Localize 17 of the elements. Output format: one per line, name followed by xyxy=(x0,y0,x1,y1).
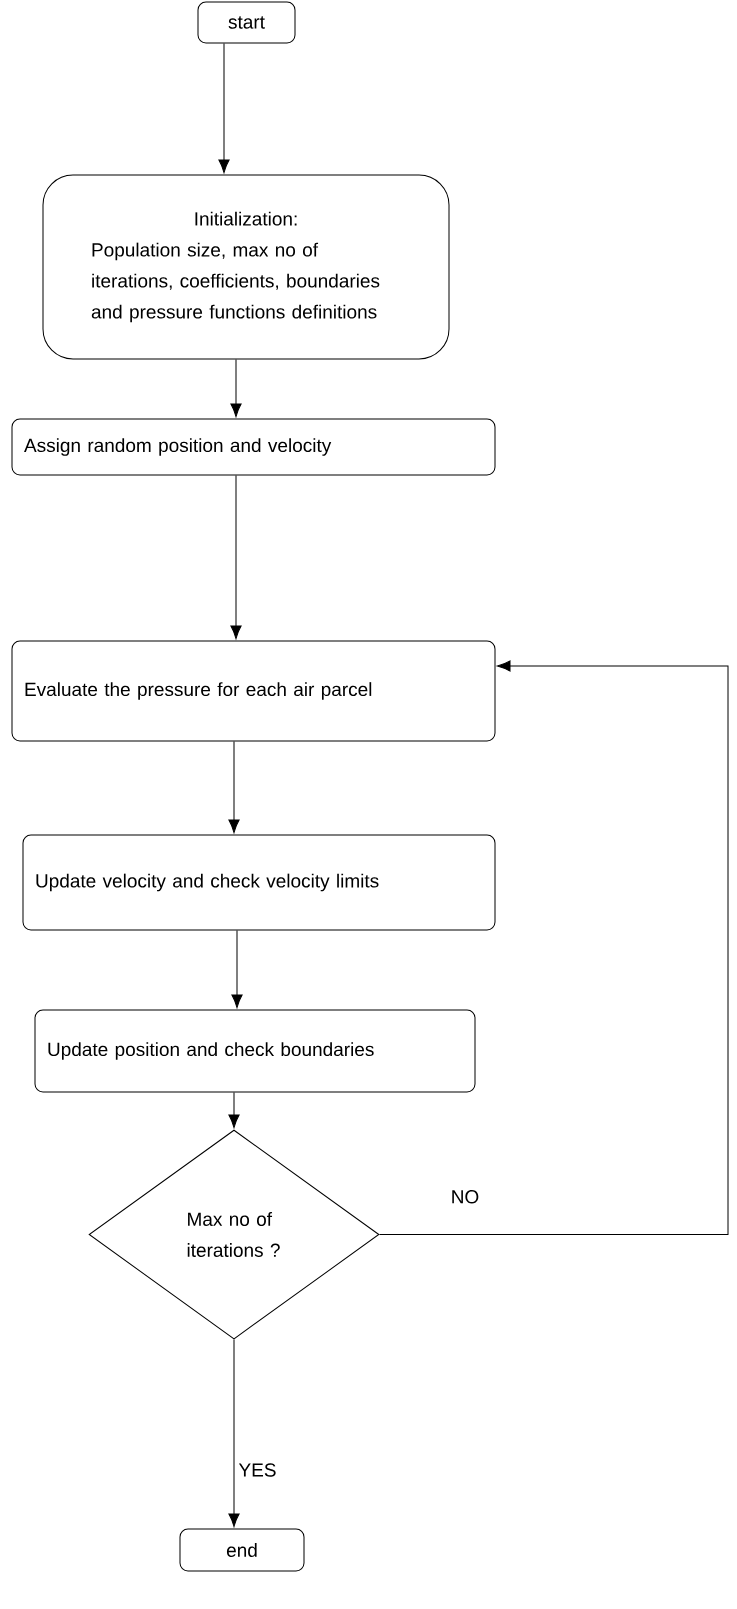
process-box: Initialization: Population size, max no of iterations, coefficients, boundaries and pressure functions definitions xyxy=(42,174,450,360)
arrow xyxy=(379,660,729,1235)
process-box: Evaluate the pressure for each air parcel xyxy=(11,640,496,742)
process-box: Update position and check boundaries xyxy=(34,1009,476,1093)
arrow xyxy=(228,1092,240,1129)
terminal-box: end xyxy=(179,1528,305,1572)
edge-label: YES xyxy=(237,1462,278,1478)
arrow xyxy=(230,475,242,640)
arrow xyxy=(230,359,242,418)
process-box: Assign random position and velocity xyxy=(11,418,496,476)
arrow xyxy=(228,741,240,834)
terminal-box: start xyxy=(197,1,296,44)
edge-label: NO xyxy=(449,1189,481,1205)
process-box: Update velocity and check velocity limits xyxy=(22,834,496,931)
arrow xyxy=(228,1339,240,1528)
arrow xyxy=(218,43,230,174)
arrow xyxy=(231,930,243,1009)
